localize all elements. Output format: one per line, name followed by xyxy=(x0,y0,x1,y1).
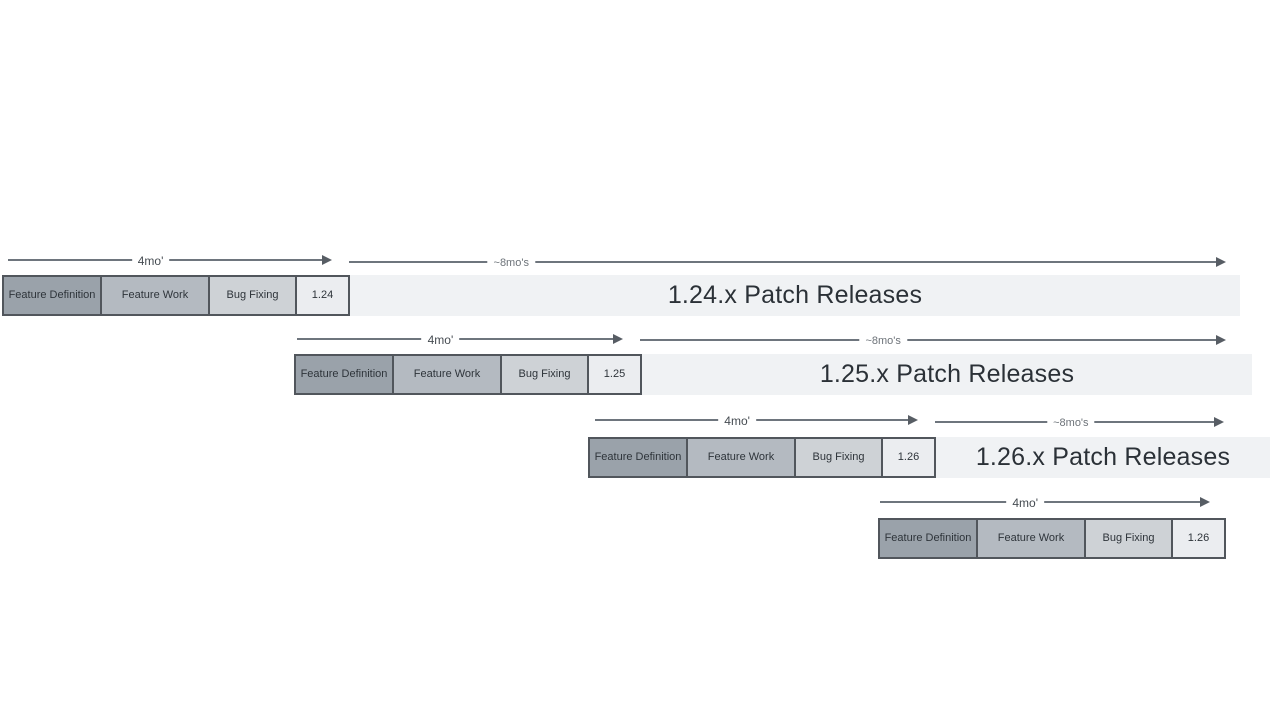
feature-work-box: Feature Work xyxy=(686,437,796,478)
cycle-row-1.26: Feature Definition Feature Work Bug Fixi… xyxy=(588,437,936,478)
feature-work-box: Feature Work xyxy=(392,354,502,395)
bug-fixing-box: Bug Fixing xyxy=(208,275,297,316)
patch-releases-bar-1.24: 1.24.x Patch Releases xyxy=(350,275,1240,316)
version-box: 1.24 xyxy=(295,275,350,316)
bug-fixing-box: Bug Fixing xyxy=(794,437,883,478)
arrow-head-icon xyxy=(1216,335,1226,345)
patch-duration-arrow-1.25: ~8mo's xyxy=(640,333,1226,349)
dev-duration-label: 4mo' xyxy=(131,254,170,268)
version-box: 1.26 xyxy=(1171,518,1226,559)
feature-definition-box: Feature Definition xyxy=(878,518,978,559)
cycle-row-1.25: Feature Definition Feature Work Bug Fixi… xyxy=(294,354,642,395)
version-box: 1.26 xyxy=(881,437,936,478)
feature-work-box: Feature Work xyxy=(976,518,1086,559)
patch-releases-bar-1.26: 1.26.x Patch Releases xyxy=(936,437,1270,478)
arrow-head-icon xyxy=(322,255,332,265)
bug-fixing-box: Bug Fixing xyxy=(500,354,589,395)
patch-duration-arrow-1.24: ~8mo's xyxy=(349,255,1226,271)
patch-duration-label: ~8mo's xyxy=(1047,416,1095,430)
dev-duration-arrow-1.24: 4mo' xyxy=(8,253,332,269)
dev-duration-label: 4mo' xyxy=(718,414,756,428)
feature-definition-box: Feature Definition xyxy=(2,275,102,316)
feature-work-box: Feature Work xyxy=(100,275,210,316)
arrow-head-icon xyxy=(908,415,918,425)
dev-duration-arrow-1.25: 4mo' xyxy=(297,332,623,348)
feature-definition-box: Feature Definition xyxy=(294,354,394,395)
arrow-head-icon xyxy=(1200,497,1210,507)
dev-duration-arrow-1.26: 4mo' xyxy=(595,413,918,429)
arrow-line xyxy=(640,339,1218,341)
patch-duration-label: ~8mo's xyxy=(859,334,907,348)
patch-releases-bar-1.25: 1.25.x Patch Releases xyxy=(642,354,1252,395)
dev-duration-arrow-next: 4mo' xyxy=(880,495,1210,511)
bug-fixing-box: Bug Fixing xyxy=(1084,518,1173,559)
version-box: 1.25 xyxy=(587,354,642,395)
arrow-head-icon xyxy=(613,334,623,344)
cycle-row-next: Feature Definition Feature Work Bug Fixi… xyxy=(878,518,1226,559)
cycle-row-1.24: Feature Definition Feature Work Bug Fixi… xyxy=(2,275,350,316)
arrow-line xyxy=(349,261,1218,263)
dev-duration-label: 4mo' xyxy=(421,333,460,347)
patch-duration-arrow-1.26: ~8mo's xyxy=(935,415,1224,431)
arrow-head-icon xyxy=(1214,417,1224,427)
arrow-head-icon xyxy=(1216,257,1226,267)
patch-duration-label: ~8mo's xyxy=(487,256,535,270)
feature-definition-box: Feature Definition xyxy=(588,437,688,478)
dev-duration-label: 4mo' xyxy=(1006,496,1045,510)
